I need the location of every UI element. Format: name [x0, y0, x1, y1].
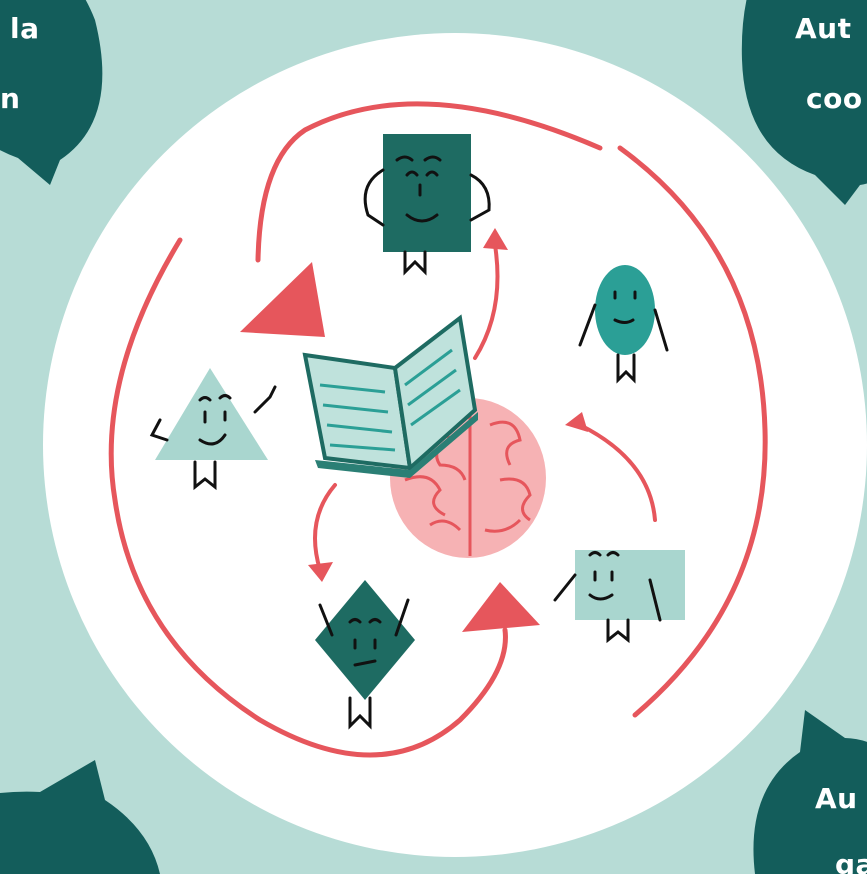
speech-bubble-top-left [0, 0, 103, 185]
light-triangle-character [149, 368, 277, 491]
top-right-bubble-line1: Aut [795, 12, 852, 45]
cycle-arrow-icon [108, 101, 768, 758]
speech-bubble-icon [0, 0, 103, 185]
speech-bubble-bottom-left [0, 760, 160, 874]
top-right-bubble-line2: coo [806, 82, 863, 115]
speech-bubble-icon [0, 760, 160, 874]
inner-arrows [313, 243, 657, 572]
light-rectangle-character [553, 550, 685, 644]
teal-oval-character [578, 265, 669, 384]
bottom-right-bubble-line2: ga [835, 848, 867, 874]
top-left-bubble-line2: n [0, 82, 21, 115]
arrow-heads [240, 262, 540, 632]
arrow-head-bottom [462, 582, 540, 632]
speech-bubble-icon [753, 710, 867, 874]
dark-diamond-character [315, 580, 415, 730]
speech-bubble-bottom-right [753, 710, 867, 874]
speech-bubble-icon [741, 0, 867, 205]
book-icon [302, 314, 478, 478]
arrow-head-left [240, 262, 325, 337]
top-left-bubble-line1: la [10, 12, 40, 45]
dark-square-character [363, 134, 491, 276]
bottom-right-bubble-line1: Au [815, 782, 858, 815]
speech-bubble-top-right [741, 0, 867, 205]
